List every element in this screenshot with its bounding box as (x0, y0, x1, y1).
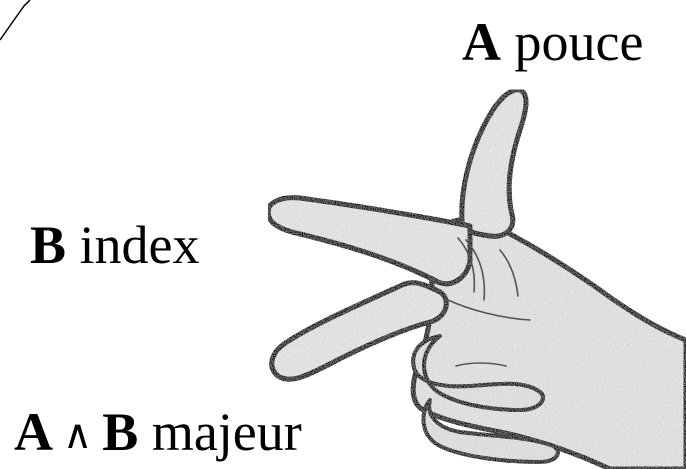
label-index: B index (30, 218, 200, 272)
label-middle-word: majeur (152, 402, 302, 462)
label-thumb: A pouce (462, 15, 643, 69)
label-index-letter: B (30, 215, 66, 275)
corner-mark (0, 0, 30, 40)
wedge-operator: ∧ (63, 412, 92, 457)
index-finger (268, 198, 470, 284)
label-middle-letter-a: A (14, 402, 53, 462)
label-index-word: index (80, 215, 200, 275)
label-thumb-letter: A (462, 12, 501, 72)
label-middle: A∧B majeur (14, 405, 302, 459)
thumb (462, 90, 526, 237)
label-middle-letter-b: B (102, 402, 138, 462)
label-thumb-word: pouce (515, 12, 644, 72)
